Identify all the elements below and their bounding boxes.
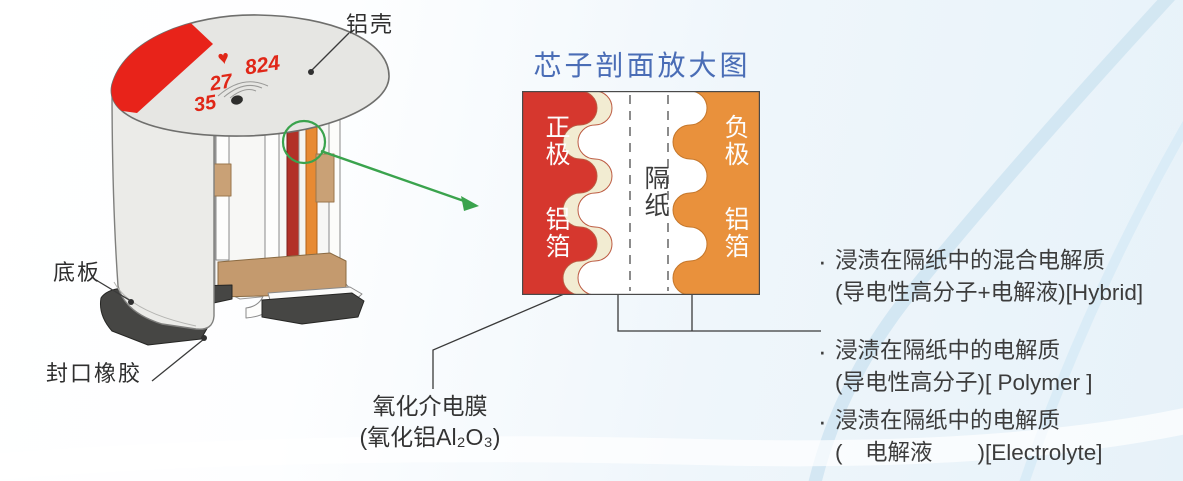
note-electrolyte-line2: ( 电解液 )[Electrolyte] xyxy=(835,440,1103,465)
note-hybrid-line1: 浸渍在隔纸中的混合电解质 xyxy=(835,248,1106,273)
dot-seal xyxy=(201,335,207,341)
core-diagram-title: 芯子剖面放大图 xyxy=(533,50,751,81)
leader-oxide-film xyxy=(432,284,586,389)
label-anode: 正极 xyxy=(542,114,570,168)
label-anode-foil: 铝箔 xyxy=(542,206,570,260)
oxide-film-line1: 氧化介电膜 xyxy=(372,393,488,419)
cap-marking-35: 35 xyxy=(192,91,218,117)
label-aluminum-shell: 铝壳 xyxy=(346,12,395,37)
winding-arc-2 xyxy=(223,85,263,98)
leader-seal xyxy=(151,338,205,382)
zoom-circle xyxy=(281,119,327,165)
swoosh-curve-1 xyxy=(808,0,1176,481)
cathode-foil-region xyxy=(672,91,760,295)
winding-arc-3 xyxy=(229,89,257,99)
note-electrolyte: · 浸渍在隔纸中的电解质 ( 电解液 )[Electrolyte] xyxy=(818,405,1180,469)
shell-bottom-shading xyxy=(113,281,197,327)
label-base-plate: 底板 xyxy=(53,260,102,285)
core-cross-section-diagram xyxy=(522,91,760,295)
label-cathode: 负极 xyxy=(721,114,749,168)
bullet-dot: · xyxy=(818,406,827,436)
diagram-border xyxy=(522,91,760,295)
capacitor-cutaway-illustration xyxy=(100,14,390,346)
zoom-arrow-shaft xyxy=(320,149,465,203)
winding-arc-1 xyxy=(217,81,269,97)
note-polymer-line2: (导电性高分子)[ Polymer ] xyxy=(835,370,1093,395)
note-polymer-line1: 浸渍在隔纸中的电解质 xyxy=(835,338,1061,363)
label-cathode-foil: 铝箔 xyxy=(721,206,749,260)
anode-foil-region xyxy=(522,91,597,295)
note-hybrid: · 浸渍在隔纸中的混合电解质 (导电性高分子+电解液)[Hybrid] xyxy=(818,245,1180,309)
leader-shell xyxy=(310,32,350,72)
note-hybrid-line2: (导电性高分子+电解液)[Hybrid] xyxy=(835,280,1144,305)
swoosh-curve-3 xyxy=(0,408,1183,480)
kraft-band-right xyxy=(315,153,335,203)
note-electrolyte-line1: 浸渍在隔纸中的电解质 xyxy=(835,408,1061,433)
oxide-film-line2: (氧化铝Al₂O₃) xyxy=(359,424,501,450)
leader-separator-note xyxy=(617,289,821,332)
zoom-annotation xyxy=(281,119,479,211)
base-block-right xyxy=(261,292,365,325)
vent-mark xyxy=(231,95,243,105)
oxide-film-callout: 氧化介电膜 (氧化铝Al₂O₃) xyxy=(330,391,530,453)
note-polymer: · 浸渍在隔纸中的电解质 (导电性高分子)[ Polymer ] xyxy=(818,335,1180,399)
bullet-dot: · xyxy=(818,336,827,366)
bullet-dot: · xyxy=(818,246,827,276)
electrolyte-notes: · 浸渍在隔纸中的混合电解质 (导电性高分子+电解液)[Hybrid] · 浸渍… xyxy=(818,245,1180,469)
leader-baseplate xyxy=(95,279,132,302)
dot-shell xyxy=(308,69,314,75)
dielectric-film-layer xyxy=(562,91,613,295)
label-separator-paper: 隔纸 xyxy=(641,165,669,219)
dot-baseplate xyxy=(128,299,134,305)
kraft-band-left xyxy=(213,163,232,197)
zoom-arrow-head xyxy=(461,196,479,211)
label-seal-rubber: 封口橡胶 xyxy=(46,361,143,386)
